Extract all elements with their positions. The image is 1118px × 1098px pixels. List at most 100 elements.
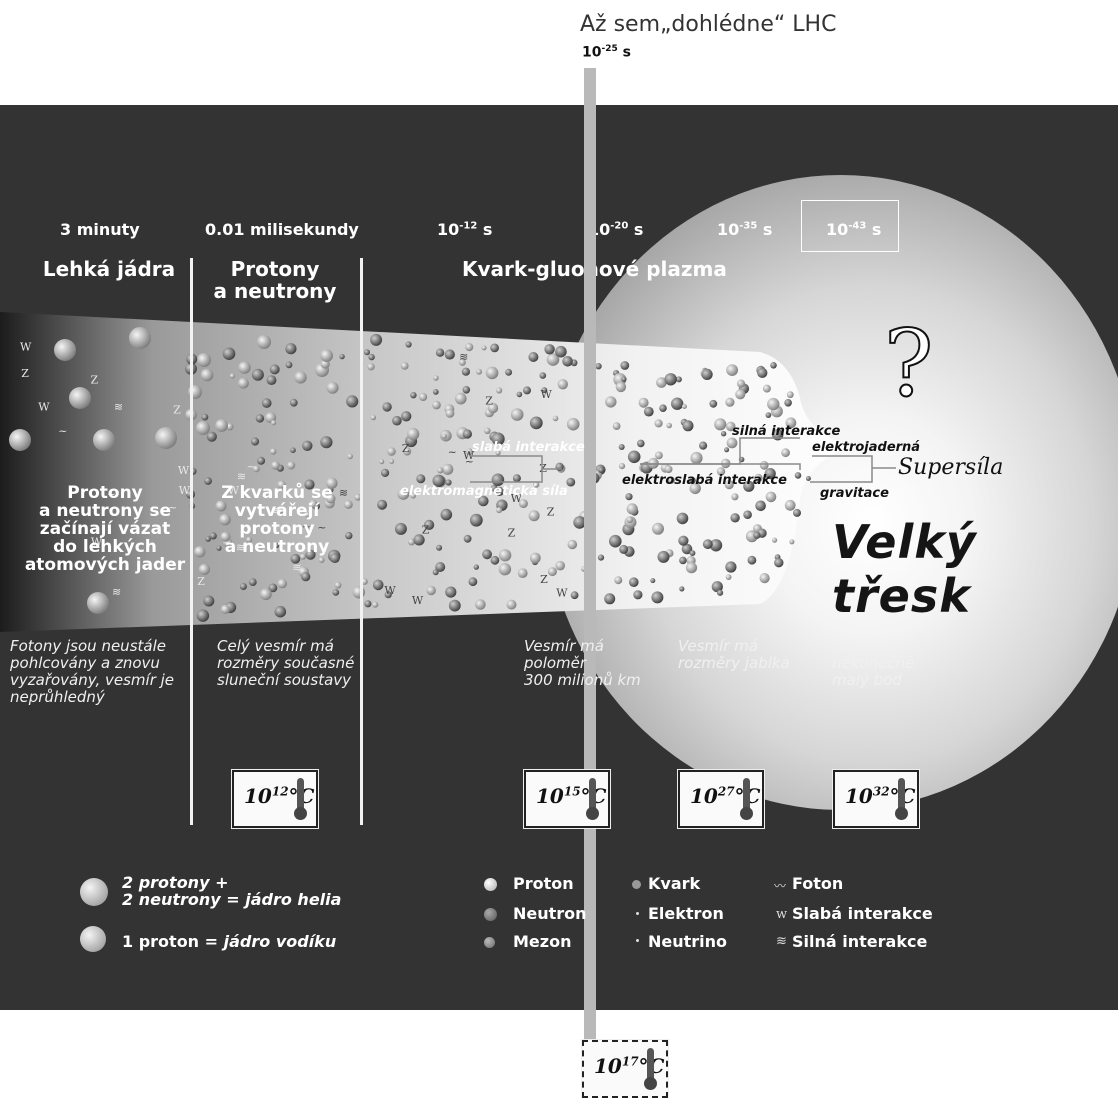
nucleus-particle [54, 339, 76, 361]
particle [304, 511, 311, 518]
particle [735, 389, 746, 400]
particle [465, 343, 474, 352]
particle [463, 534, 472, 543]
time-milliseconds: 0.01 milisekundy [205, 220, 359, 239]
particle [389, 459, 395, 464]
particle [743, 480, 755, 492]
particle [347, 453, 353, 460]
particle [382, 402, 392, 412]
particle-glyph: ≋ [237, 470, 246, 483]
particle [682, 420, 694, 432]
particle [614, 576, 623, 585]
particle [271, 461, 280, 470]
particle [626, 516, 634, 524]
divider-line [360, 258, 363, 825]
particle [413, 534, 425, 546]
particle [266, 375, 277, 385]
particle [512, 474, 521, 483]
particle [725, 421, 736, 432]
particle [552, 415, 559, 422]
particle-glyph: W [556, 587, 568, 600]
label-supersila: Supersíla [898, 455, 1004, 480]
particle [274, 542, 280, 549]
particle [332, 589, 340, 596]
particle [372, 601, 379, 608]
particle [257, 456, 266, 465]
particle [529, 552, 541, 564]
particle [709, 539, 723, 552]
particle [437, 467, 444, 474]
particle [205, 536, 212, 542]
particle [618, 444, 625, 450]
particle [567, 539, 578, 550]
particle [794, 472, 802, 479]
photon-icon: 〰 [774, 879, 787, 893]
particle-glyph: ~ [302, 520, 311, 533]
particle [248, 578, 257, 586]
particle [432, 400, 441, 410]
particle [528, 510, 540, 522]
legend-helium: 2 protony +2 neutrony = jádro helia [122, 873, 342, 909]
particle-glyph: ~ [247, 460, 256, 473]
particle [448, 599, 461, 612]
particle [473, 564, 479, 570]
hydrogen-nucleus-icon [80, 926, 106, 952]
particle [762, 384, 771, 393]
particle [605, 396, 617, 408]
particle [637, 439, 645, 448]
lhc-time: 10-25 s [582, 44, 631, 61]
particle [544, 344, 555, 355]
particle [458, 358, 466, 366]
quark-icon [632, 880, 641, 889]
particle [759, 573, 770, 584]
particle [239, 583, 247, 590]
particle [518, 499, 528, 509]
particle [754, 473, 763, 483]
particle [285, 343, 297, 355]
particle [194, 546, 206, 558]
particle [689, 482, 701, 495]
particle [270, 448, 277, 455]
particle [770, 362, 777, 369]
particle [445, 479, 452, 486]
particle [384, 591, 392, 599]
particle [689, 550, 696, 556]
particle [759, 460, 769, 470]
particle [394, 522, 407, 535]
particle [619, 544, 629, 554]
particle [403, 447, 412, 456]
particle [408, 538, 415, 546]
particle [490, 343, 499, 353]
temperature-badge: 1032°C [833, 770, 919, 828]
neutron-icon [484, 908, 497, 921]
particle [679, 556, 687, 565]
particle-glyph: W [38, 401, 50, 414]
particle [725, 574, 732, 580]
question-mark: ? [883, 310, 934, 417]
particle-glyph: ~ [90, 522, 99, 535]
particle [476, 368, 482, 375]
particle [432, 474, 445, 487]
particle [290, 447, 296, 454]
particle [781, 448, 790, 458]
particle [651, 591, 664, 604]
particle [541, 387, 548, 394]
particle [209, 532, 217, 540]
particle [334, 581, 342, 589]
label-electromagnetic: elektromagnetická síla [400, 484, 568, 499]
particle [562, 356, 573, 367]
particle [626, 503, 638, 515]
thermometer-icon [586, 778, 599, 820]
particle [410, 492, 416, 499]
thermometer-icon [644, 1048, 657, 1090]
thermometer-icon [895, 778, 908, 820]
particle-glyph: Z [547, 506, 555, 519]
particle [364, 349, 370, 356]
particle [498, 549, 512, 562]
particle [484, 427, 491, 435]
particle [659, 404, 667, 413]
